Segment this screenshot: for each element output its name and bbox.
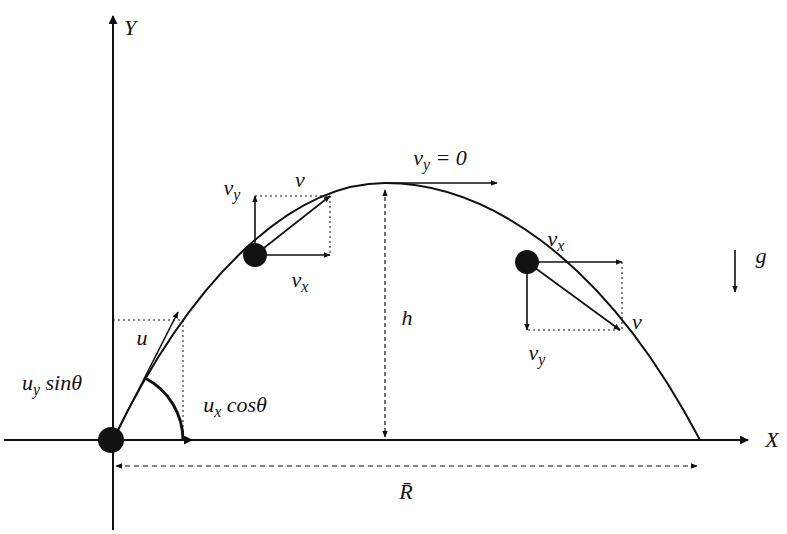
component-guide xyxy=(113,320,183,440)
angle-arrow xyxy=(160,439,192,441)
component-label: ux cosθ xyxy=(201,393,269,421)
velocity-label: v xyxy=(293,168,307,192)
axis-label: X xyxy=(763,428,780,452)
component-label: vx xyxy=(546,227,567,255)
projectile-ball xyxy=(243,243,267,267)
gravity-label: g xyxy=(754,244,769,268)
projectile-ball xyxy=(515,250,539,274)
vx-arrow xyxy=(527,261,622,263)
angle-arc xyxy=(145,378,183,440)
dimension-label: R̄ xyxy=(397,480,414,504)
v-arrow xyxy=(255,196,330,255)
component-guide xyxy=(255,196,330,255)
velocity-label: v xyxy=(630,310,644,334)
peak-velocity xyxy=(385,182,497,184)
trajectory xyxy=(113,183,700,440)
dimension-label: h xyxy=(400,306,415,330)
component-label: vy xyxy=(527,341,548,369)
projectile-ball xyxy=(98,427,124,453)
velocity-label: u xyxy=(135,326,150,350)
component-label: uy sinθ xyxy=(20,371,84,399)
v-arrow xyxy=(527,262,620,330)
velocity-label: vy = 0 xyxy=(411,146,469,174)
component-guide xyxy=(527,262,622,330)
gravity-arrow xyxy=(734,250,736,292)
height-dimension xyxy=(384,190,385,437)
component-label: vy xyxy=(222,176,243,204)
range-dimension xyxy=(116,465,697,466)
component-label: vx xyxy=(290,268,311,296)
initial-velocity xyxy=(113,312,178,440)
axis-label: Y xyxy=(122,16,138,40)
